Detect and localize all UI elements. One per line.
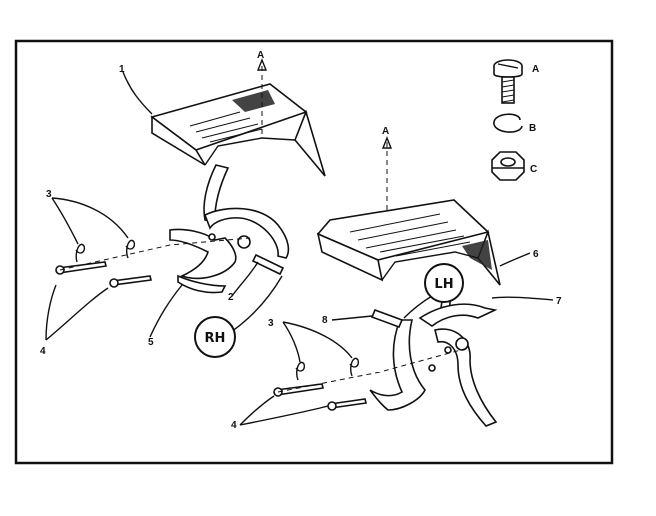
hair-clip-right-2	[349, 357, 360, 377]
diagram-border	[14, 39, 614, 465]
hardware-group	[491, 59, 525, 181]
pin-right	[370, 308, 404, 329]
lh-label: LH	[434, 277, 453, 292]
arm-right	[369, 264, 498, 427]
clevis-pin-left-1	[57, 261, 107, 274]
pin-left	[251, 253, 285, 276]
hair-clip-left-1	[75, 243, 86, 263]
clevis-head-right-2	[327, 401, 337, 411]
callout-5: 5	[148, 337, 154, 348]
rh-badge: RH	[194, 316, 236, 358]
rh-label: RH	[205, 331, 226, 346]
callout-hardware-c: C	[530, 164, 537, 175]
hair-clip-left-2	[125, 239, 136, 259]
callout-3-left: 3	[46, 189, 52, 200]
lock-washer-icon	[493, 113, 523, 133]
callout-a-left: A	[257, 50, 264, 61]
callout-hardware-b: B	[529, 123, 536, 134]
clevis-pin-right-1	[275, 383, 324, 396]
callout-hardware-a: A	[532, 64, 539, 75]
left-assembly	[45, 58, 326, 341]
callout-2: 2	[228, 292, 234, 303]
callout-7: 7	[556, 296, 562, 307]
hair-clip-right-1	[295, 361, 306, 381]
right-assembly	[239, 136, 554, 427]
callout-4-right: 4	[231, 420, 237, 431]
arm-left	[169, 164, 290, 294]
callout-1: 1	[119, 64, 125, 75]
callout-3-right: 3	[268, 318, 274, 329]
callout-a-right: A	[382, 126, 389, 137]
callout-4-left: 4	[40, 346, 46, 357]
lh-badge: LH	[424, 263, 464, 303]
screw-icon	[493, 59, 523, 104]
callout-8: 8	[322, 315, 328, 326]
shield-right	[316, 199, 501, 286]
callout-6: 6	[533, 249, 539, 260]
hex-nut-icon	[491, 151, 525, 181]
clevis-head-left-2	[109, 278, 119, 288]
shield-left	[150, 83, 326, 177]
